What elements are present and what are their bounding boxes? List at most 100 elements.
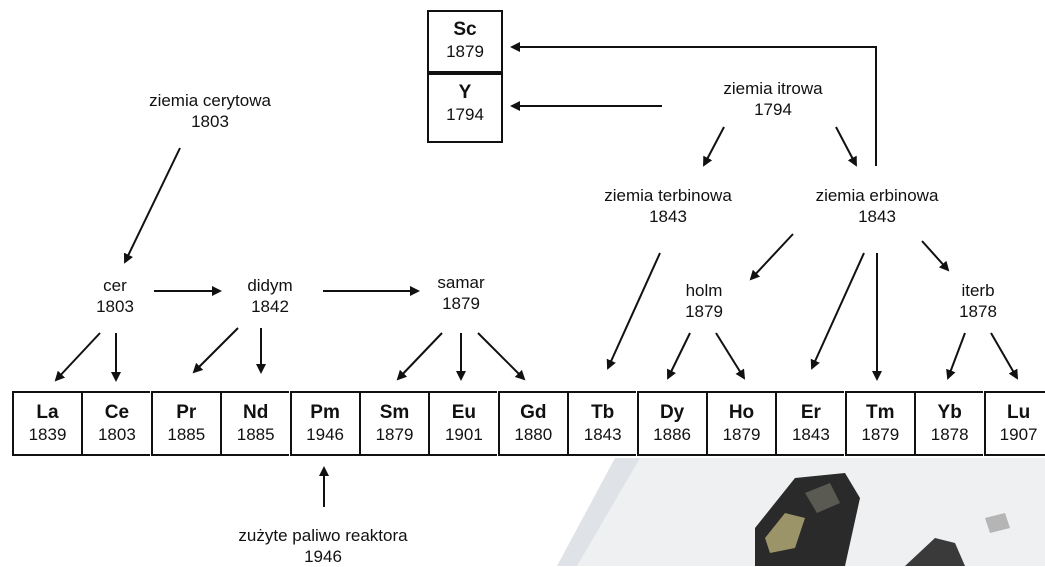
element-symbol: Lu: [1006, 402, 1031, 423]
element-year: 1843: [583, 425, 622, 444]
node-name: ziemia cerytowa: [149, 91, 271, 110]
element-cell-yb: Yb 1878: [914, 391, 984, 456]
node-holm: holm 1879: [685, 280, 723, 322]
element-symbol: Ce: [104, 402, 130, 423]
element-box-sc: Sc 1879: [427, 10, 503, 73]
element-year: 1885: [167, 425, 206, 444]
element-cell-ce: Ce 1803: [81, 391, 151, 456]
arrow-iterb-to-yb: [946, 332, 966, 380]
arrow-holm-to-dy: [667, 332, 691, 380]
element-year: 1879: [722, 425, 761, 444]
node-didym: didym 1842: [247, 275, 292, 317]
element-symbol: Sc: [453, 19, 477, 40]
element-symbol: Er: [800, 402, 821, 423]
element-year: 1803: [97, 425, 136, 444]
node-name: ziemia terbinowa: [604, 186, 732, 205]
element-symbol: Tm: [866, 402, 895, 423]
element-year: 1886: [653, 425, 691, 444]
node-erbium-earth: ziemia erbinowa 1843: [816, 185, 939, 227]
node-name: didym: [247, 276, 293, 295]
element-year: 1885: [236, 425, 275, 444]
element-symbol: Y: [458, 82, 472, 103]
arrow-yttrium-to-terbium-earth: [703, 126, 725, 167]
arrow-erbium-earth-to-er: [810, 252, 865, 370]
element-cell-la: La 1839: [12, 391, 81, 456]
arrow-holm-to-ho: [715, 332, 746, 380]
node-name: samar: [437, 273, 485, 292]
arrow-cer-to-la: [54, 332, 101, 382]
element-cell-dy: Dy 1886: [636, 391, 706, 456]
element-symbol: Dy: [659, 402, 685, 423]
element-year: 1839: [28, 425, 67, 444]
arrow-yttrium-to-erbium-earth: [835, 126, 857, 167]
element-symbol: Yb: [937, 402, 962, 423]
node-samar: samar 1879: [437, 272, 484, 314]
node-year: 1879: [685, 302, 723, 321]
element-symbol: Eu: [451, 402, 477, 423]
arrow-cerium-earth-to-cer: [123, 147, 181, 264]
element-cell-tm: Tm 1879: [844, 391, 914, 456]
node-name: zużyte paliwo reaktora: [238, 526, 408, 545]
element-symbol: Tb: [591, 402, 615, 423]
element-year: 1879: [446, 42, 484, 61]
node-cerium-earth: ziemia cerytowa 1803: [149, 90, 271, 132]
node-year: 1843: [649, 207, 687, 226]
element-symbol: Nd: [243, 402, 269, 423]
node-yttrium-earth: ziemia itrowa 1794: [723, 78, 822, 120]
node-year: 1843: [858, 207, 896, 226]
element-cell-tb: Tb 1843: [567, 391, 637, 456]
arrow-erbium-earth-to-sc: [510, 42, 877, 166]
arrow-samar-to-sm: [396, 332, 443, 381]
arrow-erbium-earth-to-holm: [749, 233, 794, 281]
element-cell-gd: Gd 1880: [497, 391, 567, 456]
node-terbium-earth: ziemia terbinowa 1843: [604, 185, 732, 227]
element-cell-pm: Pm 1946: [289, 391, 359, 456]
arrow-iterb-to-lu: [990, 332, 1019, 380]
element-year: 1907: [999, 425, 1038, 444]
node-year: 1803: [191, 112, 229, 131]
element-cell-nd: Nd 1885: [220, 391, 290, 456]
node-name: iterb: [961, 281, 995, 300]
node-reactor-fuel: zużyte paliwo reaktora 1946: [238, 525, 407, 567]
element-symbol: Sm: [379, 402, 410, 423]
element-year: 1880: [514, 425, 553, 444]
node-year: 1878: [959, 302, 997, 321]
element-cell-ho: Ho 1879: [706, 391, 775, 456]
element-year: 1879: [861, 425, 900, 444]
element-year: 1879: [375, 425, 414, 444]
node-year: 1946: [304, 547, 342, 566]
arrow-samar-to-gd: [477, 332, 526, 381]
element-cell-lu: Lu 1907: [983, 391, 1045, 456]
element-cell-sm: Sm 1879: [359, 391, 428, 456]
element-year: 1901: [444, 425, 483, 444]
element-cell-pr: Pr 1885: [150, 391, 220, 456]
element-year: 1878: [930, 425, 969, 444]
element-year: 1843: [791, 425, 830, 444]
node-name: cer: [103, 276, 127, 295]
element-year: 1794: [446, 105, 484, 124]
node-year: 1842: [251, 297, 289, 316]
element-cell-eu: Eu 1901: [428, 391, 498, 456]
node-name: ziemia erbinowa: [815, 186, 939, 205]
element-box-y: Y 1794: [427, 73, 503, 143]
node-year: 1803: [96, 297, 134, 316]
arrow-erbium-earth-to-iterb: [921, 240, 950, 272]
element-symbol: Pm: [310, 402, 340, 423]
sample-photo: [465, 458, 1045, 566]
node-name: ziemia itrowa: [723, 79, 823, 98]
node-year: 1794: [754, 100, 792, 119]
arrow-terbium-earth-to-tb: [606, 252, 661, 370]
node-year: 1879: [442, 294, 480, 313]
node-iterb: iterb 1878: [959, 280, 997, 322]
arrow-didym-to-pr: [192, 327, 239, 374]
element-symbol: La: [36, 402, 59, 423]
element-symbol: Pr: [176, 402, 197, 423]
element-cell-er: Er 1843: [775, 391, 845, 456]
element-symbol: Gd: [520, 402, 547, 423]
node-name: holm: [685, 281, 723, 300]
element-symbol: Ho: [728, 402, 755, 423]
element-year: 1946: [306, 425, 344, 444]
node-cer: cer 1803: [96, 275, 134, 317]
